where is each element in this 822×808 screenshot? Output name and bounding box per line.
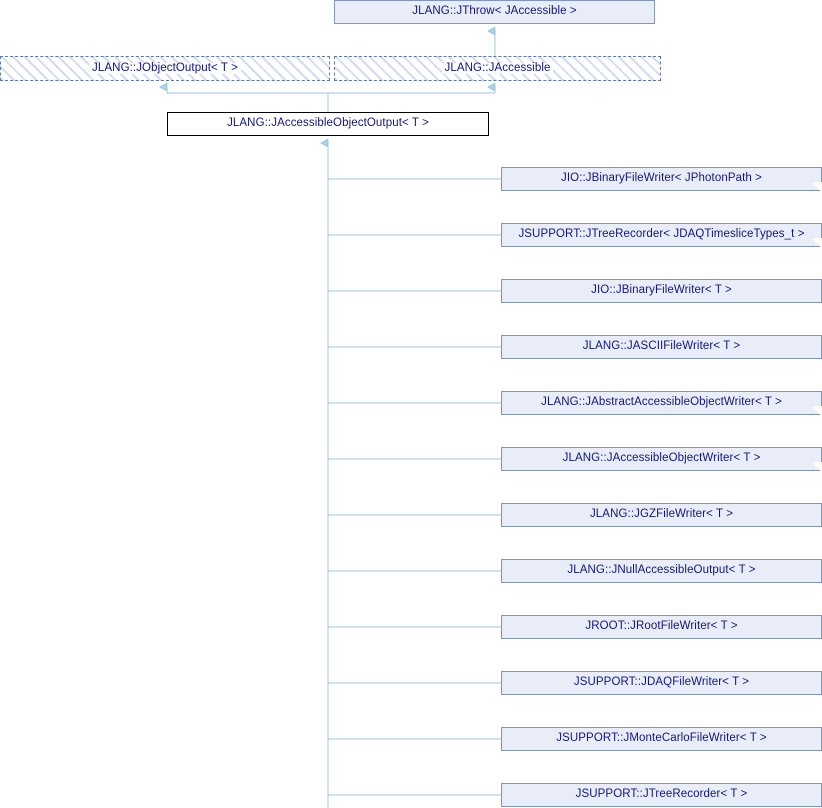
class-label: JLANG::JAccessibleObjectOutput< T >: [227, 117, 429, 130]
class-label: JLANG::JNullAccessibleOutput< T >: [567, 564, 756, 577]
class-label: JLANG::JAccessible: [441, 62, 554, 75]
class-node-derived-10[interactable]: JSUPPORT::JDAQFileWriter< T >: [501, 671, 822, 695]
class-label: JIO::JBinaryFileWriter< JPhotonPath >: [561, 172, 762, 185]
class-node-derived-5[interactable]: JLANG::JAbstractAccessibleObjectWriter< …: [501, 391, 822, 415]
class-node-derived-2[interactable]: JSUPPORT::JTreeRecorder< JDAQTimesliceTy…: [501, 223, 822, 247]
class-label: JSUPPORT::JTreeRecorder< JDAQTimesliceTy…: [518, 228, 805, 241]
class-node-derived-4[interactable]: JLANG::JASCIIFileWriter< T >: [501, 335, 822, 359]
class-label: JLANG::JObjectOutput< T >: [89, 62, 241, 75]
class-label: JSUPPORT::JTreeRecorder< T >: [575, 788, 748, 801]
class-node-derived-12[interactable]: JSUPPORT::JTreeRecorder< T >: [501, 783, 822, 807]
class-node-derived-11[interactable]: JSUPPORT::JMonteCarloFileWriter< T >: [501, 727, 822, 751]
class-label: JLANG::JAccessibleObjectWriter< T >: [562, 452, 761, 465]
class-label: JROOT::JRootFileWriter< T >: [585, 620, 738, 633]
class-label: JLANG::JGZFileWriter< T >: [589, 508, 734, 521]
class-node-jthrow-jaccessible[interactable]: JLANG::JThrow< JAccessible >: [334, 0, 655, 24]
class-node-derived-6[interactable]: JLANG::JAccessibleObjectWriter< T >: [501, 447, 822, 471]
class-node-derived-7[interactable]: JLANG::JGZFileWriter< T >: [501, 503, 822, 527]
class-label: JIO::JBinaryFileWriter< T >: [591, 284, 732, 297]
class-node-derived-8[interactable]: JLANG::JNullAccessibleOutput< T >: [501, 559, 822, 583]
class-label: JSUPPORT::JDAQFileWriter< T >: [573, 676, 750, 689]
class-node-derived-1[interactable]: JIO::JBinaryFileWriter< JPhotonPath >: [501, 167, 822, 191]
class-label: JLANG::JAbstractAccessibleObjectWriter< …: [541, 396, 782, 409]
class-label: JLANG::JASCIIFileWriter< T >: [582, 340, 741, 353]
class-node-derived-9[interactable]: JROOT::JRootFileWriter< T >: [501, 615, 822, 639]
class-label: JLANG::JThrow< JAccessible >: [412, 5, 577, 18]
class-label: JSUPPORT::JMonteCarloFileWriter< T >: [556, 732, 767, 745]
class-node-jobjectoutput[interactable]: JLANG::JObjectOutput< T >: [0, 56, 330, 81]
class-node-derived-3[interactable]: JIO::JBinaryFileWriter< T >: [501, 279, 822, 303]
class-node-jaccessible[interactable]: JLANG::JAccessible: [334, 56, 661, 81]
class-node-jaccessibleobjectoutput-current[interactable]: JLANG::JAccessibleObjectOutput< T >: [167, 112, 489, 136]
